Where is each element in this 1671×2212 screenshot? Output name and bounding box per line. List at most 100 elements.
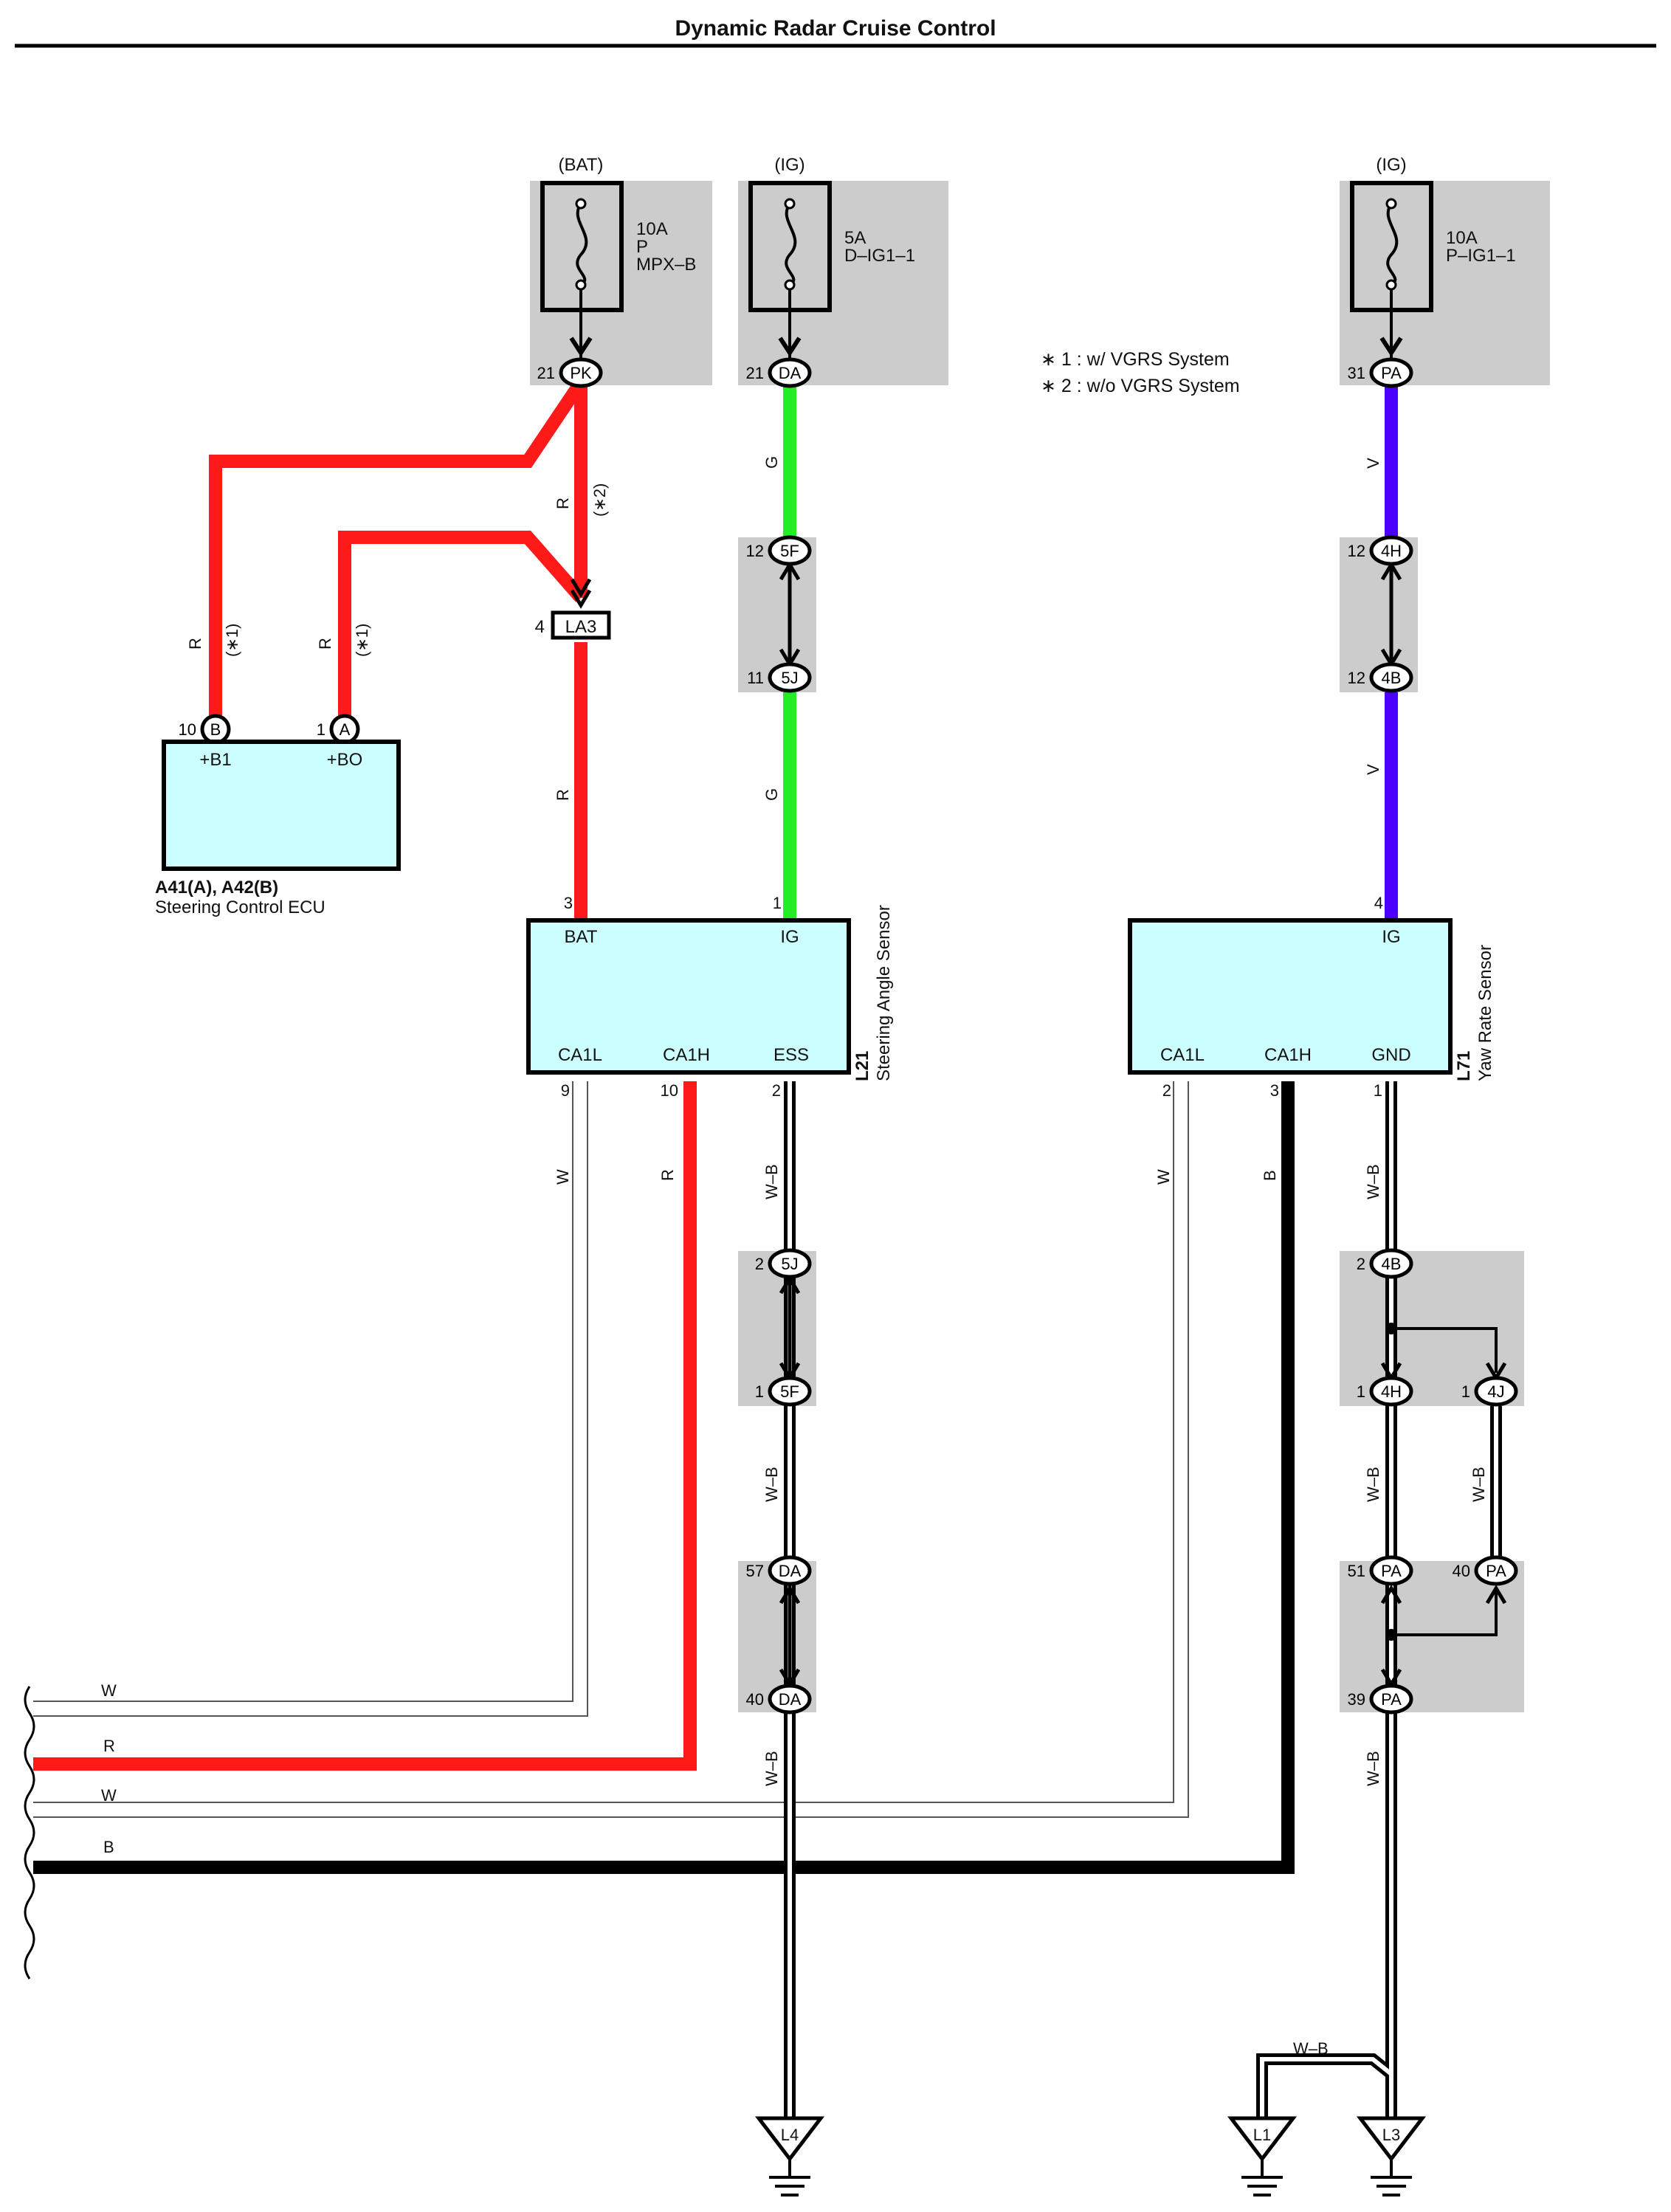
connector-pin: 40: [746, 1690, 764, 1709]
connector-la3: LA3 4: [535, 610, 611, 640]
connector-pin: 12: [1348, 669, 1365, 687]
connector-oval: [1474, 1555, 1518, 1586]
connector-name: DA: [779, 1690, 802, 1709]
connector: 5F 12: [746, 535, 812, 566]
fuse-supply-label: (IG): [1376, 155, 1406, 175]
connector-pin: 12: [1348, 542, 1365, 560]
wire-label: W–B: [1293, 2039, 1329, 2058]
connector-oval: [768, 357, 812, 388]
connector: DA 40: [746, 1684, 812, 1715]
l71-code: L71: [1454, 1051, 1474, 1081]
fuse-name: P–IG1–1: [1446, 246, 1516, 266]
fuse-supply-label: (IG): [774, 155, 805, 175]
l71-num-gnd: 1: [1374, 1081, 1382, 1100]
red-wires: [33, 378, 697, 1771]
connector-oval: [1369, 1376, 1413, 1407]
wire-label: R: [554, 497, 572, 509]
ground-label: L4: [781, 2126, 799, 2144]
ecu-code: A41(A), A42(B): [155, 878, 278, 897]
wire-label: W–B: [762, 1751, 781, 1786]
l71-pin-ig: IG: [1382, 927, 1400, 947]
connector-pin: 1: [755, 1382, 764, 1401]
connector-oval: [1369, 662, 1413, 693]
l21-num-ig: 1: [773, 894, 782, 912]
connector-oval: [1369, 1248, 1413, 1279]
wire-label: (∗2): [590, 483, 609, 517]
connector: B10: [179, 714, 231, 745]
connector: 5F1: [755, 1376, 812, 1407]
wire-label: W–B: [762, 1164, 781, 1199]
l71-pin-gnd: GND: [1371, 1045, 1410, 1065]
black-wire: [33, 1081, 1295, 1874]
connector: 4H 12: [1348, 535, 1413, 566]
connector-pin: 39: [1348, 1690, 1365, 1709]
connector-pin: 4: [535, 617, 545, 637]
fuse-leads: [569, 289, 1403, 362]
connector-pin: 40: [1453, 1562, 1470, 1580]
connector-pin: 1: [1461, 1382, 1470, 1401]
connector-oval: [768, 1555, 812, 1586]
connector-name: 5J: [781, 669, 798, 687]
note-star1: ∗ 1 : w/ VGRS System: [1041, 349, 1230, 370]
connector-name: 4H: [1381, 1382, 1402, 1401]
wire-label: R: [316, 638, 334, 650]
ground-l3: L3: [1356, 2116, 1427, 2197]
wire-label: W–B: [1364, 1467, 1382, 1502]
connector-name: PA: [1381, 364, 1402, 382]
connector-pin: 12: [746, 542, 764, 560]
connector: 4B 12: [1348, 662, 1413, 693]
connector-name: A: [340, 720, 351, 739]
fuse-ig-d: (IG) 5A D–IG1–1: [748, 155, 915, 312]
connector-links: [570, 561, 1507, 1688]
l71-pin-ca1l: CA1L: [1160, 1045, 1205, 1065]
connector-pin: 21: [537, 364, 555, 382]
connector-oval: [768, 1376, 812, 1407]
yaw-rate-sensor: IG CA1L CA1H GND 4 2 3 1 L71 Yaw Rate Se…: [1128, 894, 1495, 1100]
wire-label: W–B: [1364, 1751, 1382, 1786]
wire-label: W–B: [762, 1467, 781, 1502]
l21-pin-ca1h: CA1H: [663, 1045, 710, 1065]
connector: 4H1: [1357, 1376, 1413, 1407]
wire-label: V: [1364, 764, 1382, 775]
wire-break-mark: [24, 1686, 35, 1980]
ground-l4: L4: [754, 2116, 825, 2197]
wire-label: R: [103, 1737, 115, 1755]
ground-label: L1: [1253, 2126, 1271, 2144]
connector-pin: 21: [746, 364, 764, 382]
wire-label: W–B: [1470, 1467, 1488, 1502]
connector: 5J2: [755, 1248, 812, 1279]
white-wires: [33, 1081, 1189, 1818]
wire-label: R: [554, 789, 572, 801]
wire-label: W: [554, 1169, 572, 1185]
wire-label: W: [101, 1786, 117, 1805]
connector-name: DA: [779, 364, 802, 382]
wire-label: R: [186, 638, 204, 650]
connector: 4J1: [1461, 1376, 1518, 1407]
connector-pin: 2: [755, 1255, 764, 1273]
connector-oval: [1369, 1555, 1413, 1586]
connector-name: B: [210, 720, 221, 739]
connector-oval: [768, 1684, 812, 1715]
wire-label: (∗1): [223, 624, 241, 657]
wire-label: V: [1364, 458, 1382, 469]
connector-name: 4B: [1382, 669, 1402, 687]
ecu-pin-b1: +B1: [199, 750, 231, 770]
fuse-name: D–IG1–1: [844, 246, 915, 266]
connector-name: 4H: [1381, 542, 1402, 560]
l21-num-bat: 3: [564, 894, 573, 912]
connector-pin: 11: [747, 669, 764, 687]
connector-pin: 31: [1348, 364, 1365, 382]
connector-name: 5F: [780, 542, 799, 560]
wire-label: W: [101, 1681, 117, 1700]
wire-label: (∗1): [353, 624, 371, 657]
l71-num-ig: 4: [1374, 894, 1383, 912]
connector-oval: [1369, 535, 1413, 566]
connector-pin: 1: [317, 720, 325, 739]
fuse-ig-p: (IG) 10A P–IG1–1: [1350, 155, 1516, 312]
l21-num-ess: 2: [772, 1081, 781, 1100]
connector: 5J 11: [747, 662, 812, 693]
ground-l1: L1: [1227, 2116, 1298, 2197]
